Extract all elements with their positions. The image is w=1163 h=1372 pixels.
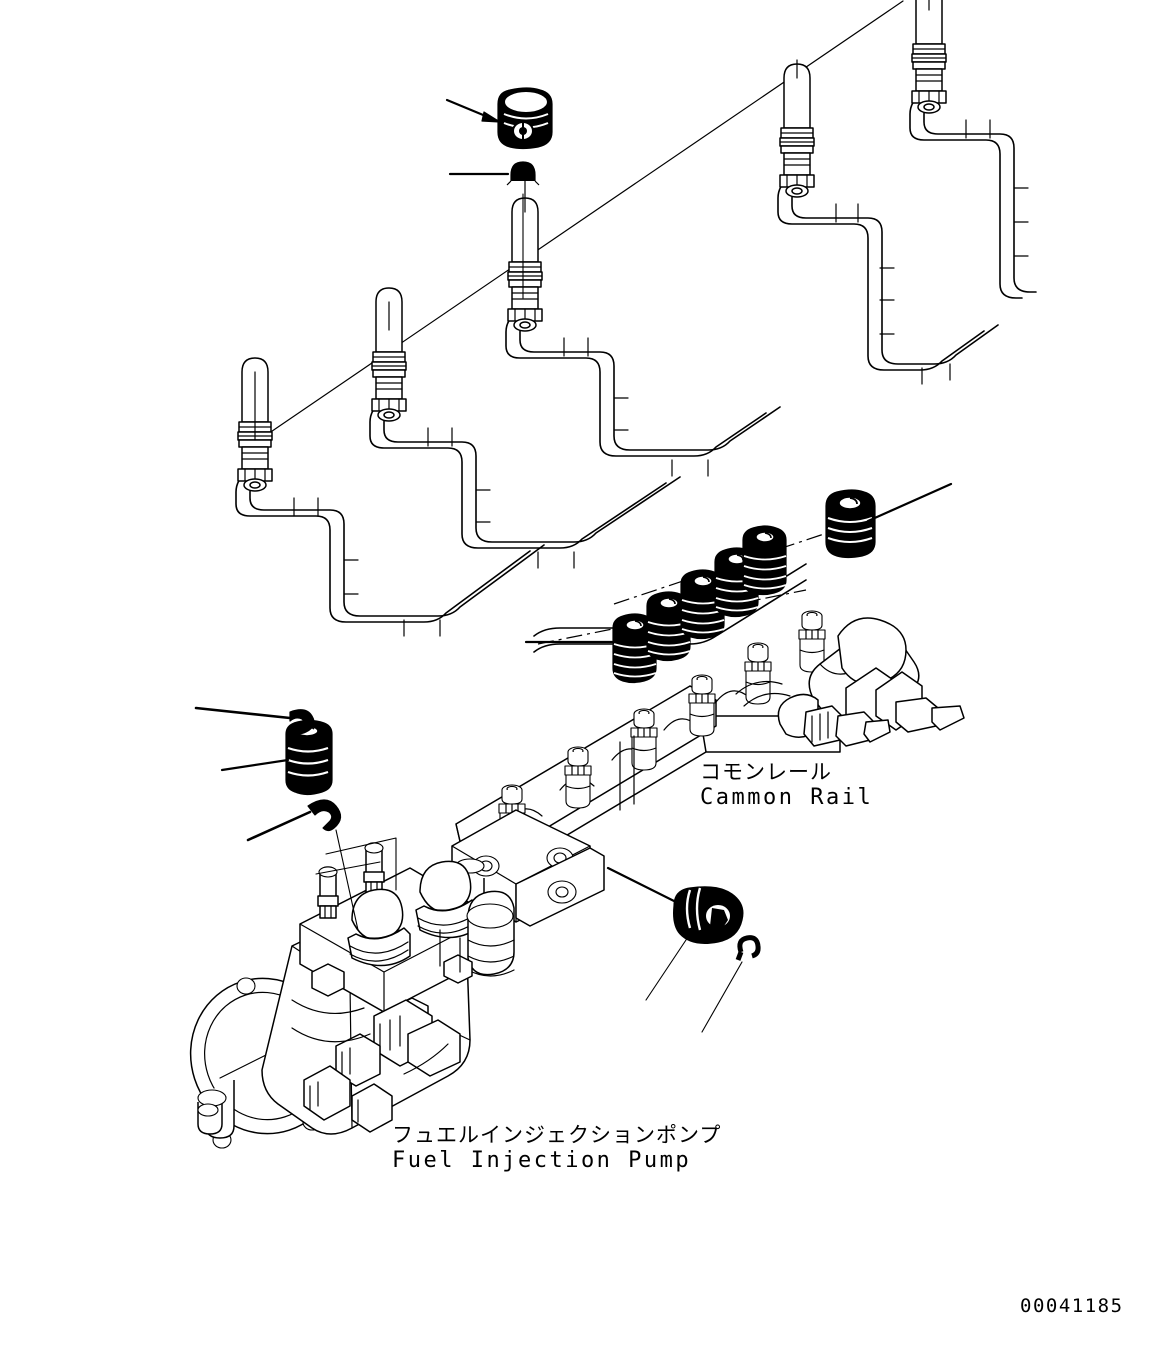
pump-inlet-fitting (285, 719, 333, 796)
pump-cylinder (466, 890, 515, 977)
injector-nozzle (911, 0, 947, 114)
fuel-line (909, 91, 1037, 299)
rail-port-fitting (630, 708, 658, 771)
rail-port-fitting (564, 746, 592, 809)
common-rail-label-en: Cammon Rail (700, 784, 874, 810)
exploded-tube-nut (742, 525, 787, 596)
drawing-number: 00041185 (1020, 1295, 1124, 1317)
pump-plunger-barrel (415, 860, 479, 939)
injector-group (237, 0, 947, 492)
retaining-clip (506, 161, 540, 186)
fuel-line (369, 399, 681, 569)
fuel-injection-pump-label-en: Fuel Injection Pump (392, 1147, 692, 1173)
fuel-injection-pump-label: フュエルインジェクションポンプ Fuel Injection Pump (392, 1123, 721, 1174)
pump-delivery-port (363, 842, 385, 895)
fuel-injection-pump-label-jp: フュエルインジェクションポンプ (392, 1123, 722, 1147)
callout-pump-lower-hook (246, 799, 397, 931)
rail-tube-nut (825, 489, 876, 559)
fuel-line (777, 175, 999, 385)
callout-injector-fitting (445, 98, 502, 124)
injector-nozzle (779, 63, 815, 198)
fuel-line (505, 309, 781, 477)
fuel-line (235, 469, 545, 637)
pump-delivery-port (317, 866, 339, 919)
callout-rail-pressure-sensor (606, 866, 691, 1001)
common-rail-label-jp: コモンレール (700, 760, 832, 784)
rail-port-fitting (744, 642, 772, 705)
rail-pressure-sensor (673, 886, 744, 944)
fuel-line-group (235, 91, 1037, 653)
fuel-injection-pump-assembly (189, 842, 515, 1149)
callout-part-injector-fitting (497, 87, 553, 150)
pump-suction-control-valve (335, 999, 461, 1087)
callout-rail-valve-hook (701, 961, 743, 1033)
callout-pump-inlet-fitting (220, 758, 290, 772)
callout-pump-upper-hook (194, 706, 315, 747)
injector-nozzle (507, 197, 543, 332)
pump-plunger-barrel (347, 888, 411, 967)
sensor-retaining-clip (735, 935, 761, 961)
callout-rail-tube-nut (866, 482, 953, 523)
rail-port-fitting (688, 674, 716, 737)
callout-retaining-clip (448, 172, 524, 299)
common-rail-label: コモンレール Cammon Rail (700, 760, 873, 811)
